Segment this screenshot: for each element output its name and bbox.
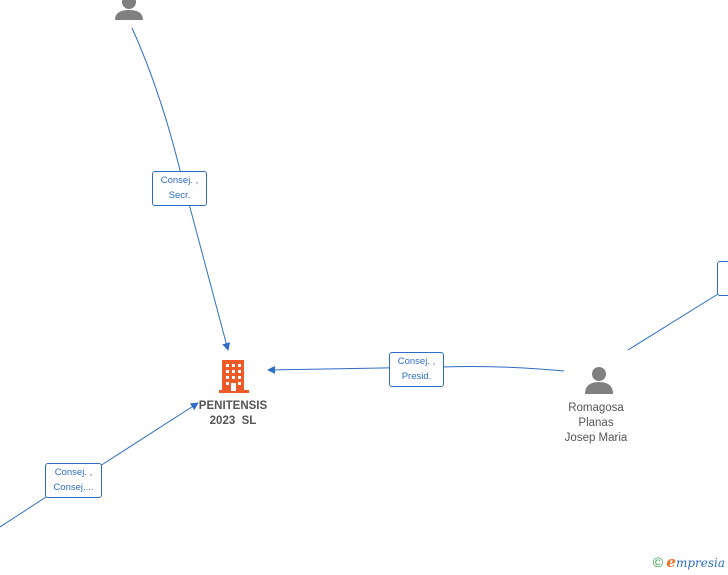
brand-logo[interactable]: © empresia <box>653 553 725 571</box>
person-name-line3: Josep Maria <box>564 432 628 444</box>
person-name-line1: Romagosa <box>568 402 624 414</box>
edge-label-consej-line2: Consej.... <box>53 482 94 493</box>
edge-line-presid <box>267 365 565 374</box>
edge-line-secr <box>131 27 231 351</box>
edge-line-right <box>627 293 719 351</box>
brand-initial: e <box>666 553 676 571</box>
edge-label-presid-line1: Consej. , <box>397 356 436 367</box>
person-icon[interactable] <box>584 365 614 395</box>
company-name[interactable]: PENITENSIS 2023 SL <box>188 399 278 429</box>
person-name-line2: Planas <box>578 417 614 429</box>
building-icon[interactable] <box>218 358 250 394</box>
person-icon-top[interactable] <box>114 0 144 22</box>
edge-label-secr-line2: Secr. <box>168 190 191 201</box>
person-name[interactable]: Romagosa Planas Josep Maria <box>551 401 641 446</box>
edge-label-consej[interactable]: Consej. , Consej.... <box>45 463 102 498</box>
edge-label-presid-line2: Presid. <box>401 371 432 382</box>
company-name-line2: 2023 SL <box>209 415 257 427</box>
edge-label-secr-line1: Consej. , <box>160 175 199 186</box>
edge-label-right-clipped[interactable] <box>717 261 728 296</box>
copyright-icon: © <box>652 554 664 570</box>
edge-label-presid[interactable]: Consej. , Presid. <box>389 352 444 387</box>
company-name-line1: PENITENSIS <box>198 400 268 412</box>
edge-label-secr[interactable]: Consej. , Secr. <box>152 171 207 206</box>
brand-rest: mpresia <box>675 556 725 570</box>
edge-line-consej <box>0 403 198 528</box>
edge-label-consej-line1: Consej. , <box>54 467 93 478</box>
